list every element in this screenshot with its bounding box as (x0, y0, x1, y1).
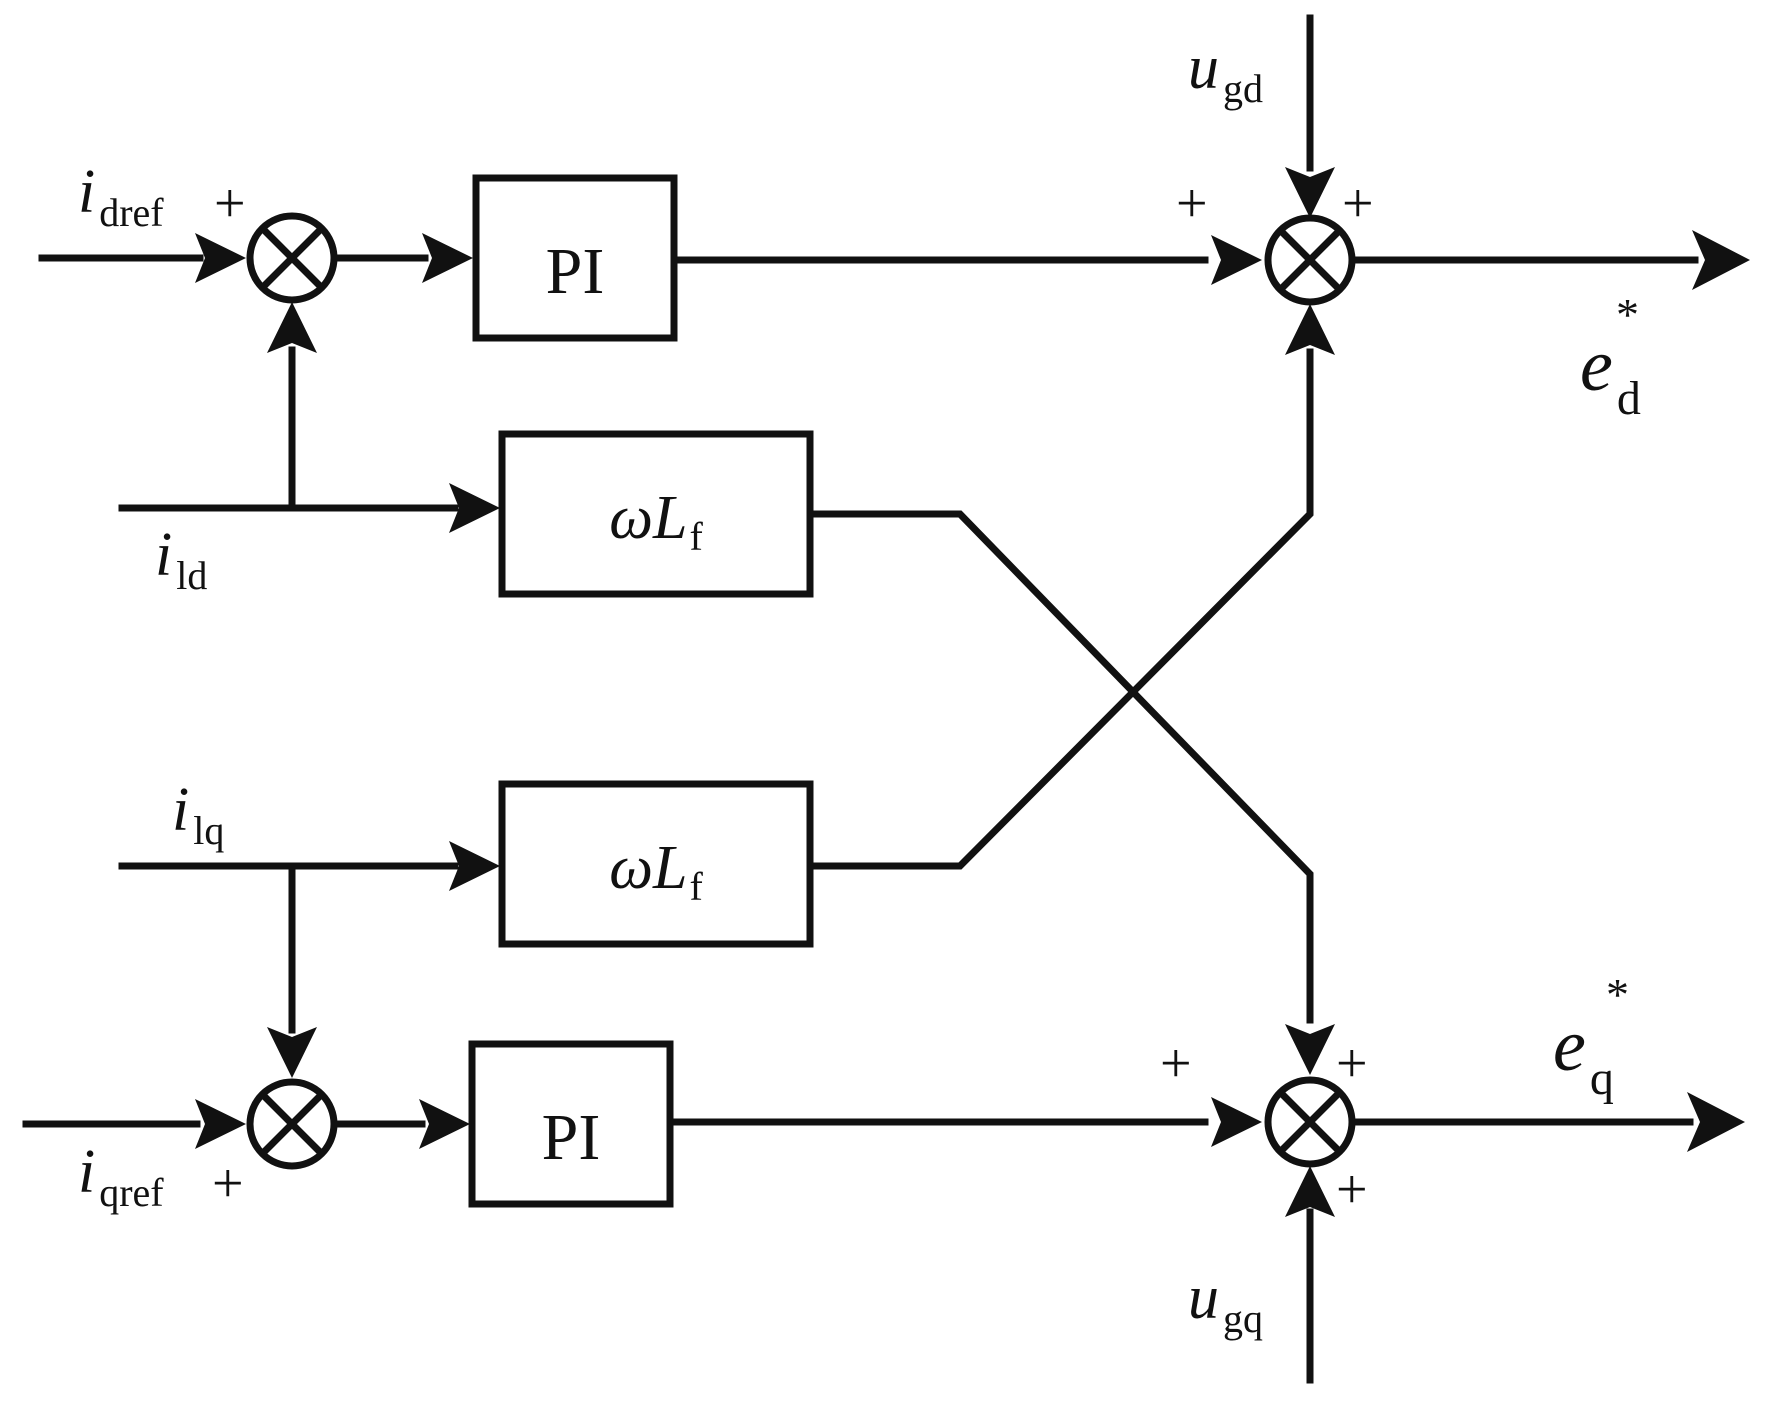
arrow-wl-q-in (449, 841, 500, 891)
sign-sum4-bottom: + (1336, 1159, 1368, 1221)
summing-junction-d-current (246, 212, 338, 304)
label-ed-star: * (1616, 289, 1639, 340)
sign-sum4-left: + (1160, 1033, 1192, 1095)
label-ed: ed (1580, 325, 1641, 425)
sign-sum2-left: + (212, 1153, 244, 1215)
arrow-wl-d-in (449, 483, 500, 533)
sign-sum4-top: + (1336, 1033, 1368, 1095)
label-eq: eq (1553, 1005, 1614, 1105)
arrow-pi-d-in (422, 233, 473, 283)
arrow-sum4-left (1211, 1097, 1262, 1147)
summing-junction-q-current (246, 1078, 338, 1170)
sign-sum3-top: + (1342, 173, 1374, 235)
omega-lf-d-label: ωLf (609, 484, 703, 559)
arrow-sum3-bottom (1285, 304, 1335, 355)
wire-wl-q-to-sum3 (806, 348, 1314, 870)
label-eq-star: * (1606, 969, 1629, 1020)
sign-sum3-left: + (1176, 173, 1208, 235)
arrow-pi-q-in (419, 1099, 470, 1149)
pi-controller-d: PI (472, 174, 678, 342)
arrow-sum1-bottom (267, 302, 317, 353)
arrow-idref (195, 233, 246, 283)
omega-lf-q-label: ωLf (609, 834, 703, 909)
omega-lf-block-d: ωLf (498, 430, 814, 598)
arrow-eq-out (1687, 1092, 1745, 1152)
arrow-sum3-left (1211, 235, 1262, 285)
arrow-ed-out (1692, 230, 1750, 290)
pi-d-label: PI (546, 235, 605, 308)
arrow-sum4-bottom (1285, 1166, 1335, 1217)
arrow-sum3-top (1285, 167, 1335, 218)
sign-sum1-left: + (214, 173, 246, 235)
pi-controller-q: PI (468, 1040, 674, 1208)
arrow-sum4-top (1285, 1024, 1335, 1075)
arrow-iqref (195, 1099, 246, 1149)
omega-lf-block-q: ωLf (498, 780, 814, 948)
arrow-sum2-top (267, 1027, 317, 1078)
pi-q-label: PI (542, 1101, 601, 1174)
summing-junction-d-voltage (1264, 214, 1356, 306)
